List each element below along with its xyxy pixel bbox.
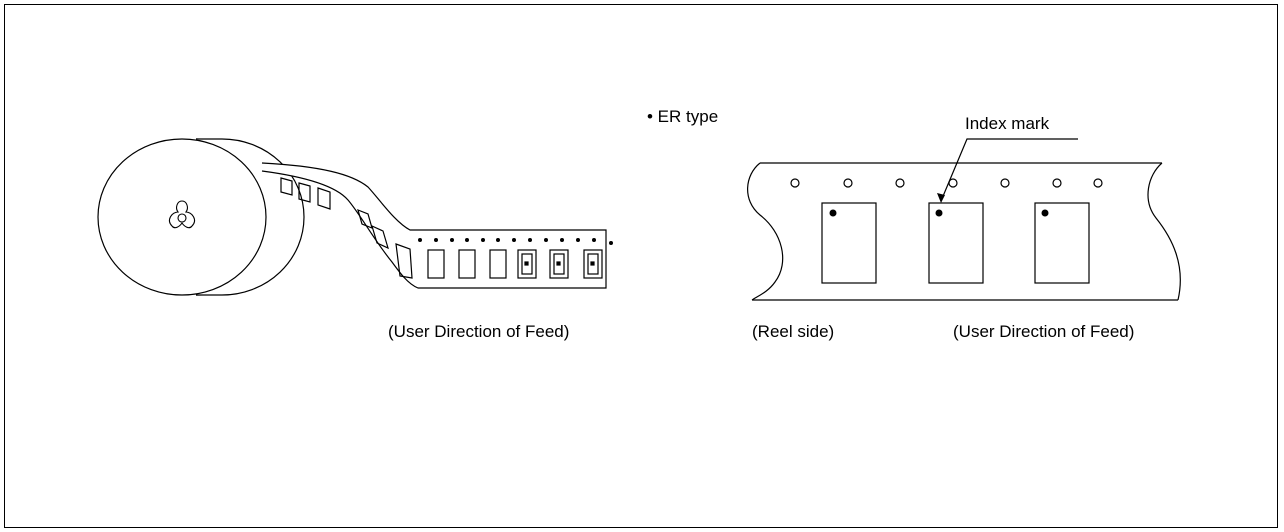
feed-direction-left-label: (User Direction of Feed) xyxy=(388,322,570,341)
tape-closeup xyxy=(747,138,1181,301)
index-mark-leader xyxy=(940,138,1078,202)
tape-pocket xyxy=(371,224,389,250)
index-mark-label: Index mark xyxy=(965,114,1050,133)
closeup-pocket xyxy=(821,202,877,284)
index-mark-dots xyxy=(829,209,1049,217)
tape-pocket xyxy=(489,249,507,279)
tape-pocket-with-part xyxy=(517,249,537,279)
er-type-label: • ER type xyxy=(647,107,719,126)
reel-front-disc xyxy=(97,138,267,296)
sprocket-holes xyxy=(418,238,613,245)
closeup-sprocket-holes xyxy=(790,178,1103,188)
tape-break-left xyxy=(747,162,784,301)
tape-pocket xyxy=(298,182,311,203)
tape-pocket xyxy=(458,249,476,279)
feed-direction-right-label: (User Direction of Feed) xyxy=(953,322,1135,341)
tape-pocket xyxy=(280,177,293,196)
tape-strip xyxy=(261,162,607,289)
reel-hub-icon xyxy=(169,200,195,229)
tape-break-right xyxy=(1147,162,1181,301)
arrow-head-icon xyxy=(937,193,945,203)
tape-pocket-with-part xyxy=(549,249,569,279)
reel-side-label: (Reel side) xyxy=(752,322,835,341)
closeup-pocket xyxy=(1034,202,1090,284)
tape-pocket xyxy=(427,249,445,279)
reel-illustration xyxy=(97,138,613,296)
tape-pocket xyxy=(395,243,413,279)
closeup-pocket xyxy=(928,202,984,284)
tape-pocket-with-part xyxy=(583,249,603,279)
tape-pocket xyxy=(317,187,331,210)
